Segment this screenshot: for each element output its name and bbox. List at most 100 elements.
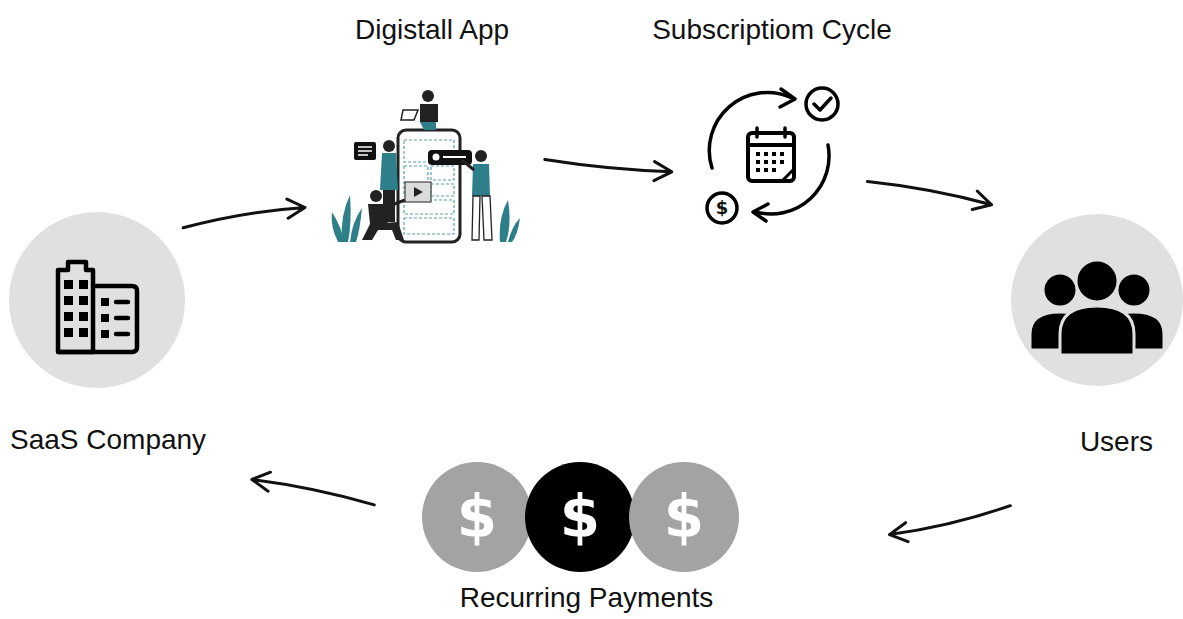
- company-icon: [9, 212, 185, 388]
- flow-arrow: [868, 182, 992, 210]
- company-icon-part-part: [101, 314, 109, 322]
- app-illustration-part-part: [358, 146, 372, 148]
- app-illustration-part: [358, 147, 372, 155]
- cycle-icon-part: [709, 92, 792, 168]
- company-icon-part-part: [101, 298, 109, 306]
- dollar-coin: $: [629, 462, 739, 572]
- app-illustration-part: [384, 200, 405, 208]
- app-illustration-part: [370, 190, 382, 202]
- node-label: Users: [1000, 424, 1183, 460]
- users-icon: [1011, 214, 1183, 386]
- app-illustration-part-part: [508, 218, 520, 242]
- cycle-icon: [707, 88, 838, 223]
- app-illustration-part-part: [404, 218, 454, 234]
- label-holder: $: [707, 193, 737, 223]
- cycle-node: Subscriptiom Cycle: [618, 10, 926, 230]
- calendar-grid: [756, 152, 784, 172]
- app-illustration-part: [405, 182, 431, 202]
- node-label: Subscriptiom Cycle: [618, 12, 926, 48]
- users-icon-part-part: [1060, 306, 1134, 355]
- cycle-icon-part: [748, 133, 794, 181]
- cycle-icon-part: [783, 128, 787, 137]
- company-icon-part-part: [64, 296, 73, 305]
- cycle-icon-part: [814, 98, 831, 110]
- company-icon-part-part: [116, 332, 128, 337]
- app-illustration-part: [362, 222, 404, 240]
- calendar-grid-part: [764, 168, 768, 172]
- company-icon-part-part: [64, 312, 73, 321]
- company-icon-part-part: [64, 280, 73, 289]
- company-icon-part: [58, 262, 93, 352]
- company-icon-part-part: [79, 296, 88, 305]
- calendar-grid-part: [764, 152, 768, 156]
- app-illustration-part-part: [332, 212, 344, 242]
- users-icon-part-part: [1117, 273, 1151, 307]
- users-node: Users: [1000, 210, 1183, 460]
- app-illustration-part-part: [500, 200, 510, 242]
- calendar-grid-part: [772, 152, 776, 156]
- app-illustration-part: [472, 196, 480, 240]
- app-illustration-part-part: [431, 166, 454, 180]
- icon-symbol: $: [716, 199, 729, 217]
- app-illustration-part-part: [358, 154, 368, 156]
- app-illustration: [332, 90, 520, 242]
- company-icon-part: [64, 280, 109, 338]
- app-illustration-part: [420, 104, 438, 122]
- app-illustration-part: [354, 142, 376, 160]
- calendar-grid-part: [772, 160, 776, 164]
- cycle-icon-part: [748, 143, 794, 147]
- company-icon-part-part: [79, 312, 88, 321]
- cycle-icon-part: [806, 88, 838, 120]
- app-illustration-part-part: [431, 184, 454, 196]
- calendar-grid-part: [756, 160, 760, 164]
- calendar-grid-part: [772, 168, 776, 172]
- company-icon-part-part: [116, 300, 128, 305]
- cycle-icon-part: [755, 128, 759, 137]
- node-label: SaaS Company: [8, 422, 266, 458]
- node-label: Digistall App: [298, 12, 566, 48]
- company-icon-part: [116, 302, 128, 334]
- app-illustration-part: [462, 160, 474, 170]
- app-illustration-part: [433, 154, 440, 161]
- users-icon-part-part: [1043, 273, 1077, 307]
- company-icon-part: [9, 212, 185, 388]
- node-label: Recurring Payments: [415, 580, 758, 616]
- app-illustration-part-part: [358, 150, 372, 152]
- payments-node: Recurring Payments$$$: [415, 458, 758, 618]
- company-icon-part: [58, 286, 137, 352]
- users-icon-part-part: [1076, 260, 1118, 302]
- flow-arrow: [252, 472, 374, 505]
- app-illustration-part: [398, 130, 460, 242]
- app-illustration-part: [380, 153, 398, 190]
- app-illustration-part: [383, 140, 395, 152]
- cycle-icon-part: [707, 193, 737, 223]
- flow-arrow: [183, 199, 305, 228]
- company-icon-part-part: [79, 280, 88, 289]
- users-icon-part: [1030, 260, 1164, 355]
- app-node: Digistall App: [298, 10, 566, 250]
- cycle-icon-part: [780, 89, 795, 107]
- company-icon-part-part: [101, 330, 109, 338]
- calendar-grid-part: [780, 160, 784, 164]
- calendar-grid-part: [756, 152, 760, 156]
- app-illustration-part-part: [350, 208, 362, 242]
- company-node: SaaS Company: [8, 210, 266, 460]
- app-illustration-part: [422, 90, 434, 102]
- calendar-grid-part: [780, 152, 784, 156]
- company-icon-part-part: [64, 328, 73, 337]
- currency-symbol: $: [664, 488, 704, 546]
- cycle-icon-part: [782, 169, 794, 181]
- app-illustration-part: [482, 196, 492, 240]
- company-icon-part-part: [116, 316, 128, 321]
- calendar-grid-part: [756, 168, 760, 172]
- dollar-coin: $: [422, 462, 532, 572]
- app-illustration-part: [401, 110, 418, 120]
- app-illustration-part: [420, 122, 436, 130]
- app-illustration-part: [443, 156, 466, 158]
- app-illustration-part: [475, 150, 487, 162]
- app-illustration-part-part: [342, 195, 351, 242]
- flow-arrow: [545, 160, 672, 181]
- users-icon-part: [1011, 214, 1183, 386]
- calendar-grid-part: [764, 160, 768, 164]
